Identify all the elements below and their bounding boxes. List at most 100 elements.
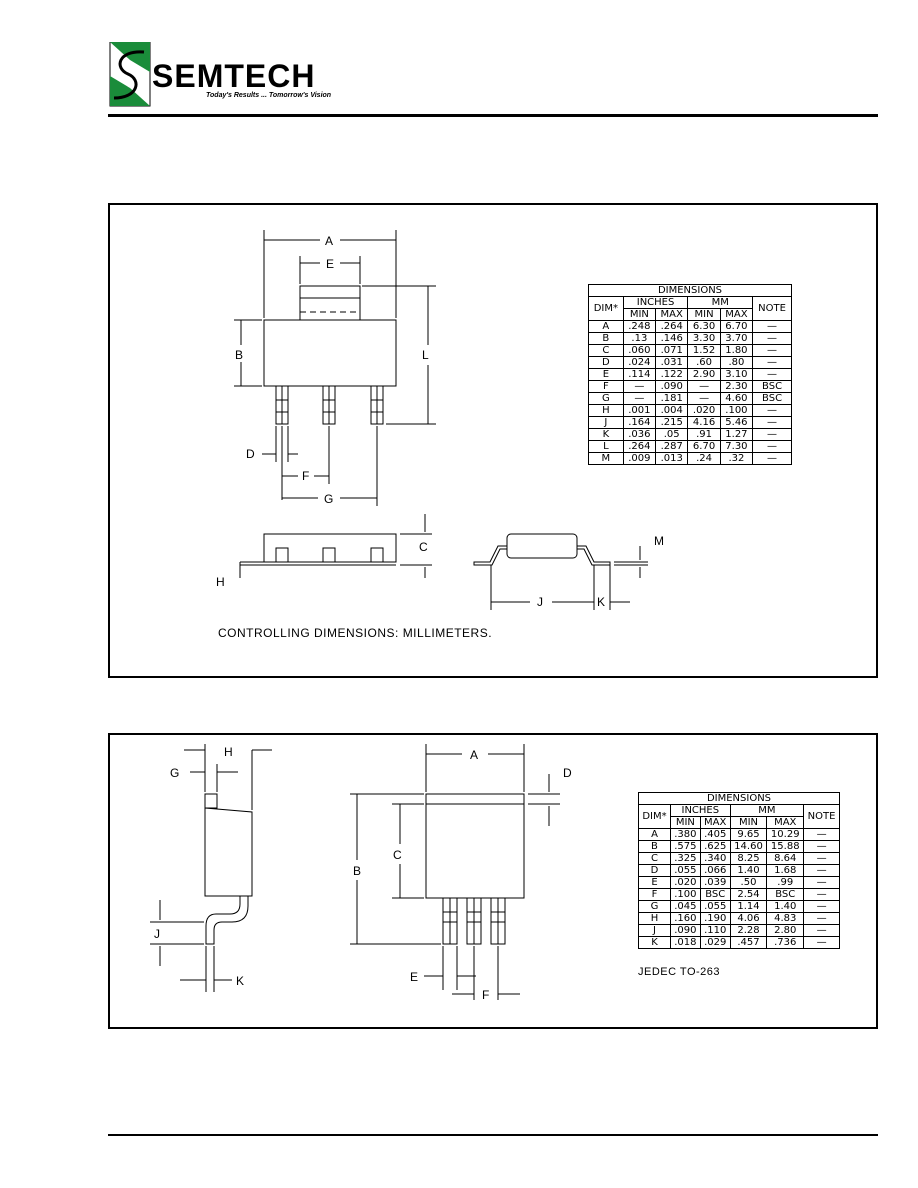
in-min-cell: — bbox=[622, 392, 657, 405]
in-max-cell: .031 bbox=[655, 356, 689, 369]
in-min-cell: .575 bbox=[669, 840, 701, 853]
logo-tagline: Today's Results ... Tomorrow's Vision bbox=[206, 92, 332, 99]
in-min-cell: .090 bbox=[669, 924, 701, 937]
mm-max-cell: .80 bbox=[719, 356, 754, 369]
note-cell: — bbox=[752, 404, 792, 417]
mm-min-cell: 8.25 bbox=[729, 852, 768, 865]
dim-cell: E bbox=[588, 368, 624, 381]
dim-cell: F bbox=[638, 888, 671, 901]
max-header: MAX bbox=[699, 816, 731, 829]
dim-cell: J bbox=[638, 924, 671, 937]
table-title: DIMENSIONS bbox=[638, 792, 840, 805]
mm-max-cell: 1.40 bbox=[766, 900, 805, 913]
in-max-cell: BSC bbox=[699, 888, 731, 901]
to263-label-h: H bbox=[224, 745, 233, 759]
note-cell: — bbox=[752, 320, 792, 333]
mm-min-cell: .020 bbox=[687, 404, 721, 417]
in-min-cell: .114 bbox=[622, 368, 657, 381]
note-cell: — bbox=[803, 912, 840, 925]
mm-min-cell: 6.30 bbox=[687, 320, 721, 333]
mm-min-cell: 14.60 bbox=[729, 840, 768, 853]
mm-max-cell: 8.64 bbox=[766, 852, 805, 865]
max-header: MAX bbox=[719, 308, 754, 321]
mm-min-cell: — bbox=[687, 380, 721, 393]
in-min-cell: .009 bbox=[622, 452, 657, 465]
mm-max-cell: 2.80 bbox=[766, 924, 805, 937]
to263-label-k: K bbox=[236, 974, 244, 988]
note-header: NOTE bbox=[803, 804, 840, 829]
min-header: MIN bbox=[687, 308, 721, 321]
logo-wordmark: SEMTECH bbox=[152, 58, 316, 94]
in-min-cell: .045 bbox=[669, 900, 701, 913]
note-cell: — bbox=[803, 840, 840, 853]
in-max-cell: .215 bbox=[655, 416, 689, 429]
to263-label-d: D bbox=[563, 766, 572, 780]
dim-cell: G bbox=[638, 900, 671, 913]
dim-label-b: B bbox=[235, 348, 243, 362]
in-max-cell: .029 bbox=[699, 936, 731, 949]
note-cell: — bbox=[803, 828, 840, 841]
mm-min-cell: 1.52 bbox=[687, 344, 721, 357]
mm-min-cell: 1.40 bbox=[729, 864, 768, 877]
note-cell: — bbox=[752, 356, 792, 369]
in-max-cell: .122 bbox=[655, 368, 689, 381]
mm-min-cell: 2.54 bbox=[729, 888, 768, 901]
in-max-cell: .625 bbox=[699, 840, 731, 853]
in-min-cell: .264 bbox=[622, 440, 657, 453]
dim-cell: B bbox=[588, 332, 624, 345]
in-min-cell: .055 bbox=[669, 864, 701, 877]
mm-min-cell: 2.28 bbox=[729, 924, 768, 937]
dim-cell: F bbox=[588, 380, 624, 393]
mm-max-cell: 3.70 bbox=[719, 332, 754, 345]
note-cell: — bbox=[752, 452, 792, 465]
dim-cell: K bbox=[588, 428, 624, 441]
min-header: MIN bbox=[622, 308, 657, 321]
mm-min-cell: .24 bbox=[687, 452, 721, 465]
package-drawing-panel-1 bbox=[108, 203, 878, 678]
table-row: M.009.013.24.32— bbox=[588, 452, 792, 465]
in-min-cell: — bbox=[622, 380, 657, 393]
table-row: K.018.029.457.736— bbox=[638, 936, 840, 949]
in-min-cell: .160 bbox=[669, 912, 701, 925]
mm-header: MM bbox=[729, 804, 805, 817]
mm-min-cell: 3.30 bbox=[687, 332, 721, 345]
mm-max-cell: .100 bbox=[719, 404, 754, 417]
footer-rule bbox=[108, 1134, 878, 1136]
note-cell: — bbox=[752, 344, 792, 357]
in-max-cell: .004 bbox=[655, 404, 689, 417]
to263-label-j: J bbox=[154, 927, 160, 941]
mm-min-cell: .457 bbox=[729, 936, 768, 949]
in-max-cell: .090 bbox=[655, 380, 689, 393]
dim-cell: D bbox=[638, 864, 671, 877]
note-cell: — bbox=[752, 332, 792, 345]
mm-max-cell: 5.46 bbox=[719, 416, 754, 429]
dim-cell: L bbox=[588, 440, 624, 453]
dim-label-a: A bbox=[325, 234, 333, 248]
in-max-cell: .181 bbox=[655, 392, 689, 405]
mm-max-cell: 10.29 bbox=[766, 828, 805, 841]
mm-max-cell: 2.30 bbox=[719, 380, 754, 393]
mm-max-cell: 4.83 bbox=[766, 912, 805, 925]
dim-label-k: K bbox=[597, 595, 605, 609]
semtech-logo bbox=[109, 42, 151, 107]
in-max-cell: .264 bbox=[655, 320, 689, 333]
in-max-cell: .405 bbox=[699, 828, 731, 841]
mm-max-cell: BSC bbox=[766, 888, 805, 901]
in-min-cell: .100 bbox=[669, 888, 701, 901]
dim-label-c: C bbox=[419, 540, 428, 554]
in-min-cell: .13 bbox=[622, 332, 657, 345]
in-min-cell: .024 bbox=[622, 356, 657, 369]
to263-label-f: F bbox=[482, 988, 489, 1002]
